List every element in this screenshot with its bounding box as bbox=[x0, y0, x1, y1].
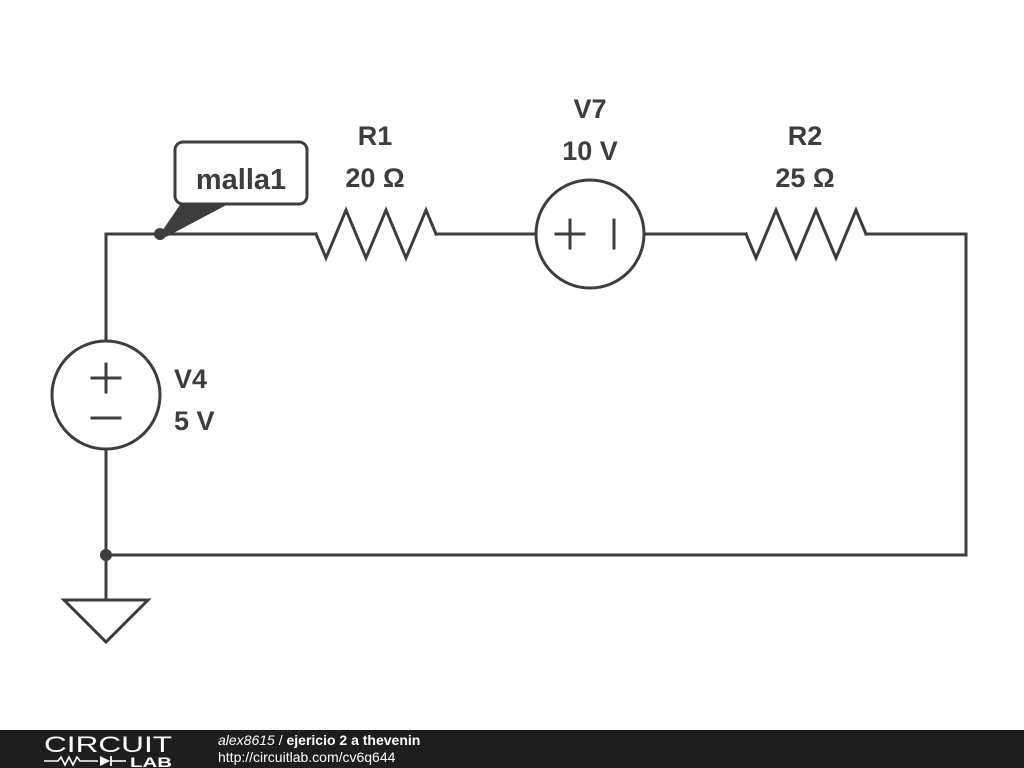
r1-zigzag bbox=[314, 206, 438, 262]
footer-credits: alex8615 / ejericio 2 a thevenin http://… bbox=[218, 732, 420, 766]
logo-bottom-text: LAB bbox=[130, 754, 172, 767]
circuit-title[interactable]: ejericio 2 a thevenin bbox=[286, 732, 421, 748]
wire-top-left bbox=[104, 232, 318, 342]
v7-value-label: 10 V bbox=[562, 136, 618, 166]
resistor-r1[interactable] bbox=[314, 206, 438, 262]
v4-name-label: V4 bbox=[174, 364, 207, 394]
net-label-malla1[interactable]: malla1 bbox=[160, 140, 309, 237]
ground-triangle bbox=[60, 598, 152, 645]
r1-name-label: R1 bbox=[358, 121, 393, 151]
r2-name-label: R2 bbox=[788, 121, 823, 151]
footer-separator: / bbox=[274, 732, 287, 748]
net-label-pointer bbox=[160, 202, 232, 237]
ground-symbol[interactable] bbox=[60, 598, 152, 645]
net-label-box bbox=[173, 140, 309, 206]
footer-bar: CIRCUIT LAB alex8615 / ejericio 2 a thev… bbox=[0, 730, 1024, 768]
author-link[interactable]: alex8615 bbox=[218, 732, 275, 748]
circuit-url[interactable]: http://circuitlab.com/cv6q644 bbox=[218, 749, 396, 765]
circuit-schematic: R1 20 Ω V7 10 V R2 25 Ω V4 5 V bbox=[50, 94, 968, 645]
voltage-source-v4[interactable] bbox=[50, 339, 162, 451]
net-label-text: malla1 bbox=[196, 164, 286, 196]
junction-dot-ground bbox=[100, 549, 112, 561]
logo-top-text: CIRCUIT bbox=[44, 732, 172, 757]
r2-zigzag bbox=[744, 206, 868, 262]
circuitlab-logo[interactable]: CIRCUIT LAB bbox=[44, 731, 176, 767]
footer-credits-line: alex8615 / ejericio 2 a thevenin bbox=[218, 732, 420, 749]
v4-circle bbox=[50, 339, 162, 451]
v7-name-label: V7 bbox=[573, 94, 606, 124]
resistor-r2[interactable] bbox=[744, 206, 868, 262]
logo-diode-icon bbox=[100, 756, 110, 766]
logo-resistor-icon bbox=[44, 755, 98, 767]
wire-right-bottom bbox=[104, 232, 968, 557]
r2-value-label: 25 Ω bbox=[775, 163, 834, 193]
v7-circle bbox=[534, 178, 646, 290]
r1-value-label: 20 Ω bbox=[345, 163, 404, 193]
voltage-source-v7[interactable] bbox=[534, 178, 646, 290]
v4-value-label: 5 V bbox=[174, 406, 215, 436]
